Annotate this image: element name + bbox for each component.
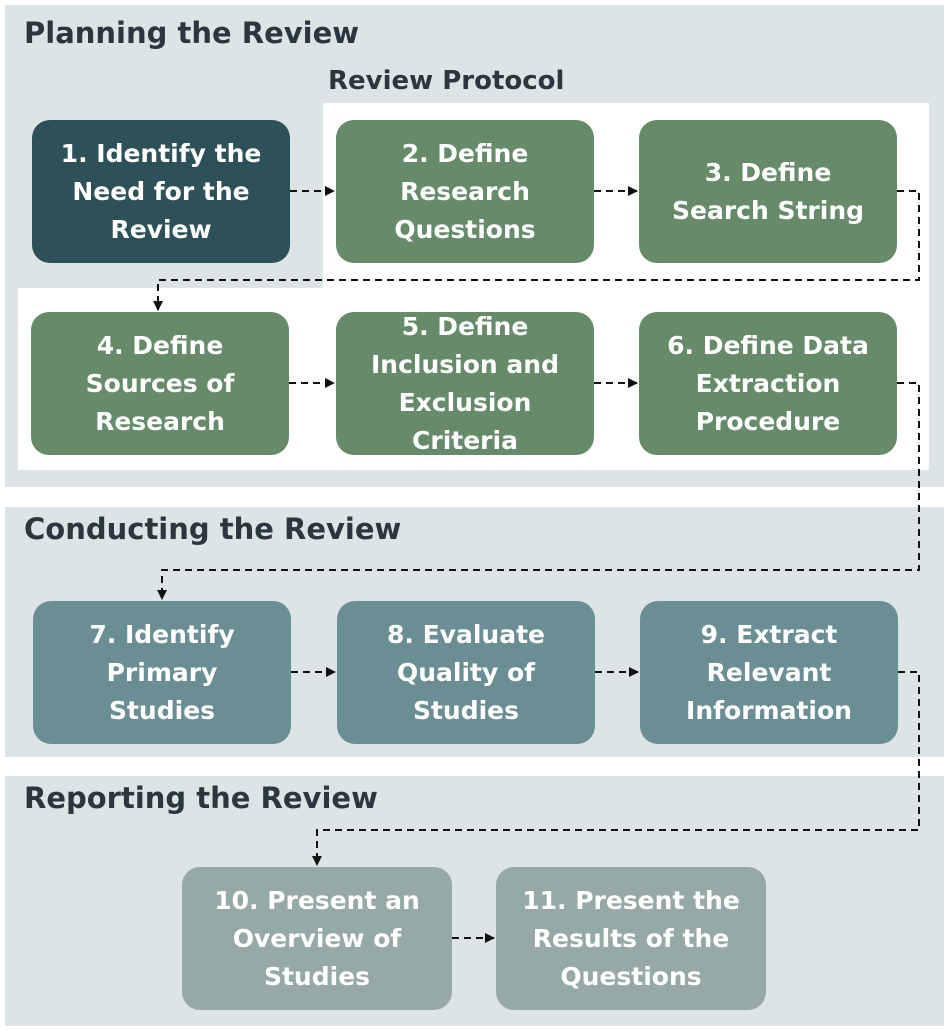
reporting-title: Reporting the Review bbox=[24, 781, 378, 815]
step-3-box: 3. Define Search String bbox=[639, 120, 897, 263]
step-6-box: 6. Define Data Extraction Procedure bbox=[639, 312, 897, 455]
step-1-box: 1. Identify the Need for the Review bbox=[32, 120, 290, 263]
step-8-box: 8. Evaluate Quality of Studies bbox=[337, 601, 595, 744]
step-10-box: 10. Present an Overview of Studies bbox=[182, 867, 452, 1010]
protocol-title: Review Protocol bbox=[328, 66, 565, 96]
arrow-9-10 bbox=[312, 671, 920, 866]
planning-title: Planning the Review bbox=[24, 16, 360, 50]
arrow-6-7 bbox=[157, 382, 920, 600]
step-5-box: 5. Define Inclusion and Exclusion Criter… bbox=[336, 312, 594, 455]
step-7-box: 7. Identify Primary Studies bbox=[33, 601, 291, 744]
conducting-title: Conducting the Review bbox=[24, 512, 402, 546]
step-11-box: 11. Present the Results of the Questions bbox=[496, 867, 766, 1010]
arrow-3-4 bbox=[153, 190, 920, 311]
reporting-section bbox=[5, 776, 944, 1026]
step-9-box: 9. Extract Relevant Information bbox=[640, 601, 898, 744]
step-2-box: 2. Define Research Questions bbox=[336, 120, 594, 263]
step-4-box: 4. Define Sources of Research bbox=[31, 312, 289, 455]
